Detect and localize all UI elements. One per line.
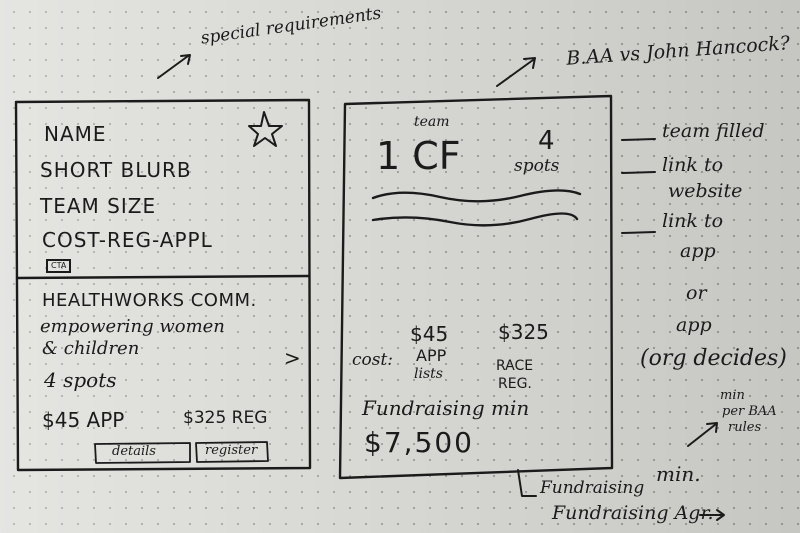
dash-1: [621, 138, 656, 141]
dash-3: [621, 231, 656, 234]
app-label: APP: [416, 346, 447, 365]
note-or: or: [686, 282, 707, 304]
scribble-line-1: [371, 189, 582, 203]
left-card-divider: [15, 274, 311, 280]
left-card-outline: [14, 98, 312, 472]
star-icon: [248, 111, 283, 147]
note-per-baa: per BAA: [722, 404, 777, 419]
reg-fee: $325 REG: [183, 408, 268, 428]
race-price: $325: [498, 320, 549, 344]
app-fee: $45 APP: [42, 408, 125, 432]
left-btn-details-outline: [94, 442, 191, 464]
team-label: team: [414, 114, 450, 130]
cta-tag[interactable]: CTA: [46, 259, 72, 273]
note-rules: rules: [728, 420, 762, 435]
register-button[interactable]: register: [205, 443, 258, 458]
field-name: NAME: [44, 122, 107, 146]
note-org-decides: (org decides): [640, 346, 787, 371]
arrow-baa: [687, 422, 718, 447]
cost-label: cost:: [352, 350, 394, 370]
note-min-2: min.: [656, 462, 701, 486]
note-link-to: link to: [662, 154, 724, 176]
note-app-2: app: [676, 314, 712, 336]
arrow-top-left: [157, 54, 191, 79]
spots-count: 4 spots: [44, 368, 117, 392]
spots-label: spots: [514, 156, 560, 176]
app-sub-label: lists: [414, 366, 443, 382]
fundraising-amount: $7,500: [364, 426, 474, 459]
dash-2: [621, 171, 656, 174]
team-code: 1 CF: [376, 134, 461, 178]
field-short-blurb: SHORT BLURB: [40, 158, 192, 182]
arrow-top-right: [496, 57, 536, 87]
arrow-bottom: [517, 469, 537, 497]
left-btn-register-outline: [195, 441, 269, 463]
field-team-size: TEAM SIZE: [40, 194, 157, 218]
charity-blurb-line2: & children: [42, 338, 140, 359]
note-team-filled: team filled: [662, 120, 765, 142]
bottom-note-fundraising: Fundraising: [540, 478, 645, 498]
note-min: min: [720, 388, 745, 403]
note-website: website: [668, 180, 743, 202]
details-button[interactable]: details: [112, 444, 156, 459]
note-app: app: [680, 240, 716, 262]
bottom-note-fundraising-agr: Fundraising Agr.: [552, 502, 714, 524]
scribble-line-2: [371, 212, 579, 227]
right-card-outline: [338, 94, 614, 480]
race-reg-label: REG.: [498, 376, 532, 392]
arrow-bottom-right: [699, 509, 725, 521]
app-price: $45: [410, 322, 449, 346]
fundraising-label: Fundraising min: [362, 396, 530, 420]
charity-blurb-line1: empowering women: [40, 316, 225, 337]
race-label: RACE: [496, 358, 534, 374]
field-cost-reg-appl: COST-REG-APPL: [42, 228, 213, 252]
charity-name: HEALTHWORKS COMM.: [42, 290, 257, 311]
chevron-right-icon[interactable]: >: [284, 346, 301, 370]
spots-number: 4: [538, 126, 555, 156]
note-link-to-2: link to: [662, 210, 724, 232]
